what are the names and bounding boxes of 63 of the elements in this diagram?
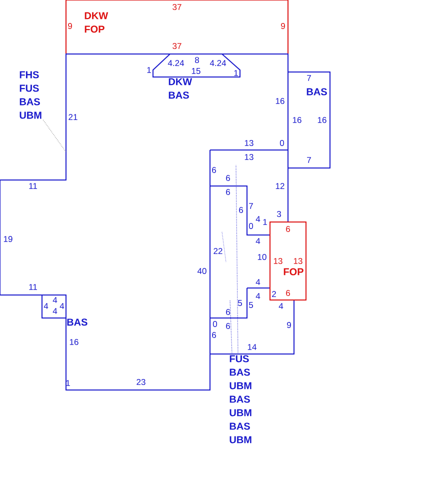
dimension-label: 6 [212, 332, 216, 338]
dimension-label: 16 [318, 117, 326, 123]
dimension-label: 1 [263, 219, 267, 225]
dimension-label: 6 [286, 290, 290, 296]
dimension-label: 15 [192, 68, 200, 74]
dimension-label: 6 [212, 167, 216, 173]
dimension-label: 6 [226, 309, 230, 315]
dimension-label: 40 [197, 268, 206, 274]
dimension-label: 11 [29, 284, 37, 290]
node-label: DKW [168, 78, 192, 86]
dimension-label: 21 [68, 114, 78, 120]
dimension-label: 6 [226, 323, 230, 329]
dimension-label: 13 [244, 140, 254, 146]
leader-line [230, 300, 232, 354]
dimension-label: 4 [256, 216, 260, 222]
dimension-label: 1 [234, 70, 238, 76]
dimension-label: 4.24 [168, 60, 184, 66]
dimension-label: 4.24 [210, 60, 226, 66]
dimension-label: 4 [60, 303, 64, 309]
node-label: BAS [168, 92, 189, 99]
dimension-label: 13 [244, 154, 254, 160]
dimension-label: 6 [226, 175, 230, 181]
dimension-label: 5 [248, 302, 253, 308]
area-code: BAS [67, 318, 88, 326]
small-square [42, 294, 66, 318]
dimension-label: 4 [256, 293, 260, 299]
dimension-label: 7 [307, 157, 311, 163]
dimension-label: 14 [248, 344, 256, 350]
dimension-label: 1 [147, 67, 151, 73]
code-list: FHS FUS BAS UBM [20, 71, 42, 119]
dimension-label: 4 [256, 238, 260, 244]
code-list: FUS BAS UBM BAS UBM BAS UBM [230, 355, 252, 444]
dimension-label: 2 [272, 291, 276, 297]
dimension-label: 7 [249, 203, 253, 209]
dimension-label: 16 [292, 117, 302, 123]
dimension-label: 6 [286, 226, 290, 232]
dimension-label: 8 [195, 57, 199, 63]
dimension-label: 7 [307, 75, 311, 81]
dimension-label: 12 [276, 183, 284, 189]
dimension-label: 6 [239, 207, 243, 213]
dimension-label: 37 [172, 4, 182, 10]
dimension-label: 4 [52, 308, 58, 314]
dimension-label: 19 [4, 236, 12, 242]
dimension-label: 4 [256, 279, 260, 285]
dimension-label: 23 [136, 379, 146, 385]
dimension-label: 22 [214, 248, 222, 254]
dimension-label: 13 [274, 258, 282, 264]
dimension-label: 9 [281, 23, 285, 29]
dimension-label: 4 [52, 297, 58, 303]
leader-line [236, 164, 238, 354]
dimension-label: 1 [66, 380, 70, 386]
dimension-label: 11 [29, 183, 37, 189]
dimension-label: 0 [212, 321, 218, 327]
dimension-label: 13 [294, 258, 302, 264]
dimension-label: 5 [238, 300, 242, 306]
leader-line [42, 120, 66, 152]
dimension-label: 9 [287, 322, 291, 328]
dimension-label: 37 [172, 43, 182, 49]
dimension-label: 4 [44, 303, 48, 309]
dimension-label: 6 [226, 189, 230, 195]
dimension-label: 0 [248, 223, 254, 229]
dimension-label: 9 [68, 23, 72, 29]
dimension-label: 16 [70, 339, 78, 345]
